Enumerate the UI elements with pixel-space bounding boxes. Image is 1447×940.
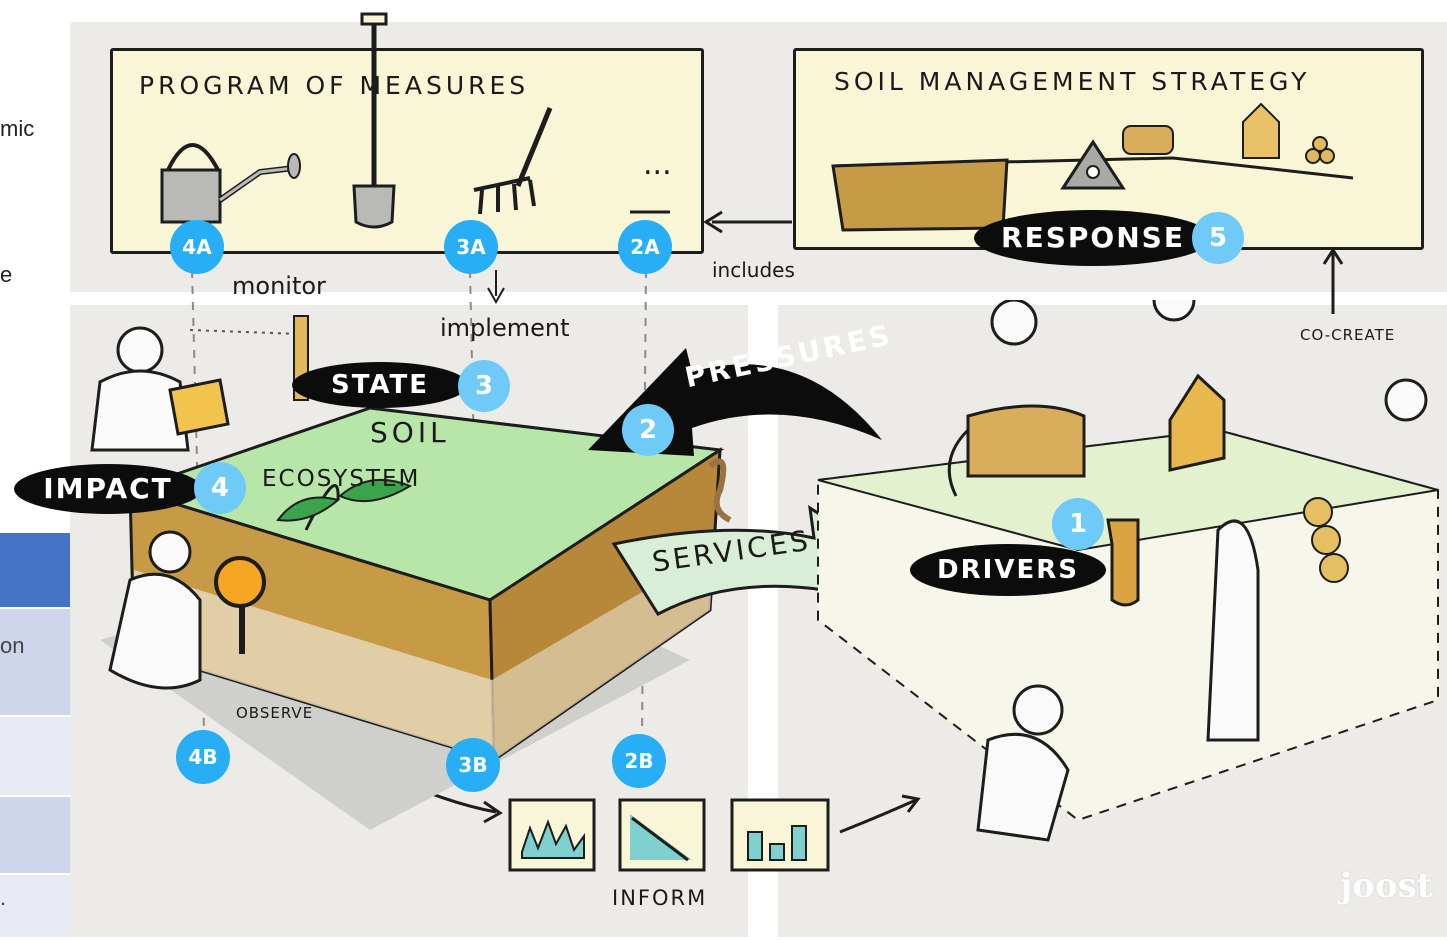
logs-icon — [1305, 136, 1335, 164]
badge-4b: 4B — [176, 730, 230, 784]
house-icon — [1168, 373, 1226, 472]
drivers-scene — [817, 300, 1439, 842]
ecosystem-label: ECOSYSTEM — [262, 466, 421, 492]
includes-label: includes — [712, 258, 795, 282]
badge-2b: 2B — [612, 734, 666, 788]
co-create-label: CO-CREATE — [1300, 326, 1396, 344]
badge-1: 1 — [1052, 498, 1104, 550]
chart-icon — [508, 798, 596, 872]
cow-icon — [947, 404, 1086, 497]
badge-2: 2 — [622, 404, 674, 456]
seesaw-illustration — [831, 102, 1354, 232]
tap-icon — [1106, 518, 1140, 607]
measures-tools-illustration — [160, 12, 670, 229]
badge-4: 4 — [194, 462, 246, 514]
chart-icon — [618, 798, 706, 872]
spade-icon — [352, 12, 396, 229]
soil-management-strategy-title: SOIL MANAGEMENT STRATEGY — [834, 67, 1311, 96]
chart-icon — [730, 798, 830, 872]
cropped-text-line-1: mic — [0, 116, 35, 141]
table-cell-text: . — [0, 885, 7, 910]
watering-can-icon — [160, 143, 301, 224]
impact-pill: IMPACT — [14, 464, 202, 514]
stakeholder-people — [976, 300, 1428, 842]
house-icon — [1242, 102, 1280, 159]
observe-label: OBSERVE — [236, 704, 314, 722]
state-pill: STATE — [292, 362, 468, 408]
more-measures-ellipsis: ... — [643, 147, 672, 182]
response-pill: RESPONSE — [974, 210, 1212, 266]
implement-label: implement — [440, 314, 570, 342]
table-row — [0, 875, 72, 937]
badge-3b: 3B — [446, 738, 500, 792]
seesaw-icon — [831, 139, 1354, 232]
cropped-text-line-2: e — [0, 262, 13, 287]
table-row — [0, 797, 72, 873]
monitor-label: monitor — [232, 272, 326, 300]
soil-ecosystem-block — [90, 315, 732, 830]
table-row — [0, 609, 72, 715]
program-of-measures-title: PROGRAM OF MEASURES — [139, 71, 530, 100]
badge-5: 5 — [1192, 212, 1244, 264]
table-header-row — [0, 533, 72, 607]
program-of-measures-board: PROGRAM OF MEASURES ... — [110, 48, 704, 254]
cow-icon — [1122, 125, 1174, 155]
sapling-icon — [276, 479, 413, 531]
cropped-table: on . — [0, 533, 73, 937]
inform-label: INFORM — [612, 886, 708, 910]
badge-4a: 4A — [170, 220, 224, 274]
magnifier-icon — [214, 556, 266, 654]
worm-icon — [708, 458, 732, 523]
drivers-pill: DRIVERS — [910, 544, 1106, 596]
logs-icon — [1303, 497, 1349, 583]
inform-charts — [508, 798, 830, 872]
badge-2a: 2A — [618, 220, 672, 274]
badge-3: 3 — [458, 360, 510, 412]
soil-label: SOIL — [370, 416, 450, 449]
table-row — [0, 717, 72, 795]
rake-icon — [473, 107, 553, 215]
table-cell-text: on — [0, 633, 25, 658]
observer-person — [108, 530, 266, 690]
monitor-person — [90, 326, 230, 452]
artist-signature: joost — [1340, 866, 1433, 906]
badge-3a: 3A — [444, 220, 498, 274]
